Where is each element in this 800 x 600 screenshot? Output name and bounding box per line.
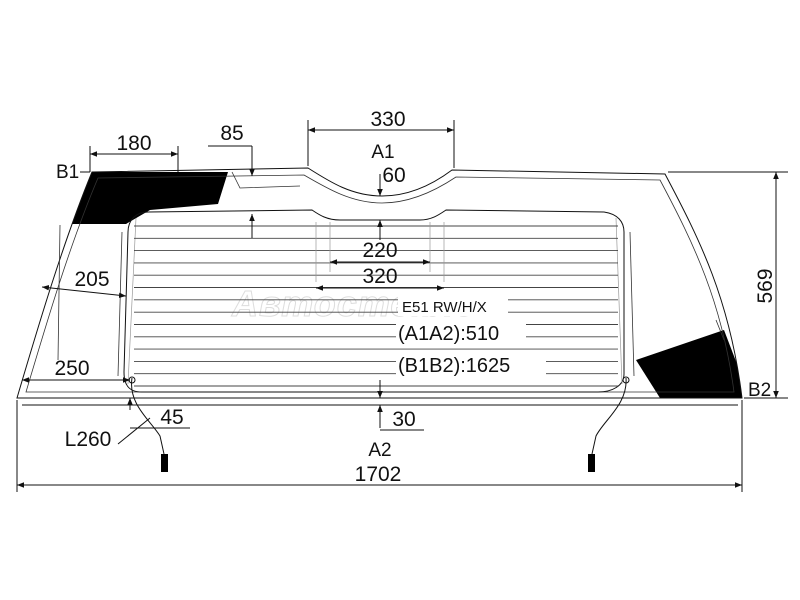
dim-60-label: 60 (382, 164, 405, 187)
heater-outline (123, 209, 625, 393)
point-b1-label: B1 (56, 162, 79, 183)
left-connector (161, 454, 168, 472)
point-a1-label: A1 (371, 142, 394, 163)
glass-inner-outline (25, 174, 735, 393)
spec-b-backdrop (396, 352, 546, 378)
dark-corner-fills (64, 172, 742, 398)
point-a2-label: A2 (368, 440, 391, 461)
glass-outline (16, 167, 743, 399)
dim-205-line (41, 284, 127, 299)
dim-180-label: 180 (116, 132, 151, 155)
dim-l260-label: L260 (65, 428, 112, 451)
dark-fill-bottom-right (636, 330, 742, 398)
glass-bottom-edge (17, 397, 742, 406)
dim-320-label: 320 (362, 265, 397, 288)
right-wire (591, 377, 627, 455)
spec-a-backdrop (396, 320, 526, 346)
dim-30-label: 30 (392, 408, 415, 431)
right-connector (588, 454, 595, 472)
dark-fill-top-left (64, 172, 228, 224)
right-terminal (622, 376, 630, 384)
heater-side-bus-bars (117, 231, 635, 377)
spec-a1a2-label: (A1A2):510 (398, 323, 499, 345)
code-backdrop (398, 296, 508, 316)
dim-250-label: 250 (54, 357, 89, 380)
dim-330-label: 330 (370, 108, 405, 131)
dim-205-label: 205 (74, 268, 109, 291)
dim-1702-label: 1702 (355, 463, 402, 486)
dim-l260-leader (117, 417, 151, 445)
dim-220-label: 220 (362, 239, 397, 262)
center-guide-lines (315, 222, 445, 282)
dim-85-label: 85 (220, 122, 243, 145)
dim-569-label: 569 (754, 268, 777, 303)
dim-45-label: 45 (160, 406, 183, 429)
left-wire (131, 377, 165, 455)
spec-b1b2-label: (B1B2):1625 (398, 355, 510, 377)
part-code-label: E51 RW/H/X (402, 299, 487, 316)
point-b2-label: B2 (748, 380, 771, 401)
upper-frit-line (231, 171, 301, 189)
heater-inner-bus-bars (127, 217, 623, 385)
